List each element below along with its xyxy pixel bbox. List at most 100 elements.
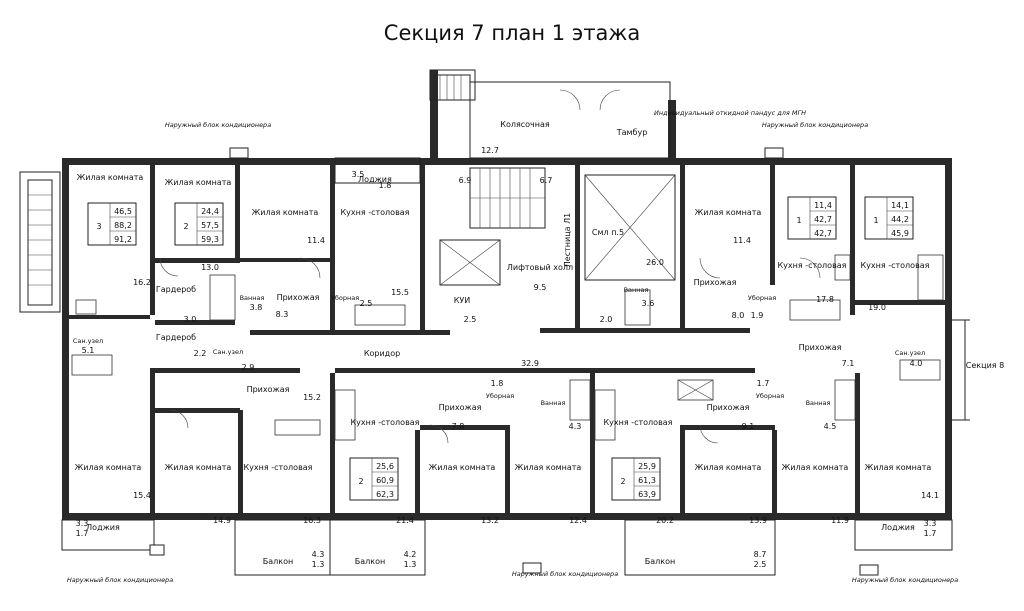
area-13-9: 13.9 xyxy=(749,516,767,525)
area-7-8: 7.8 xyxy=(452,422,465,431)
room-living-4: Жилая комната xyxy=(75,463,142,472)
area-1-8-b: 1.8 xyxy=(491,379,504,388)
room-areas: 16.2 13.0 11.4 3.5 1.8 15.5 3.8 3.0 8.3 … xyxy=(76,170,939,569)
label-section-8: Секция 8 xyxy=(966,361,1004,370)
apt1-rooms: 3 xyxy=(96,222,101,231)
apt1-total-area: 88,2 xyxy=(114,221,132,230)
area-11-4-b: 11.4 xyxy=(733,236,751,245)
room-living-2: Жилая комната xyxy=(165,178,232,187)
room-wc-2: Уборная xyxy=(486,392,514,400)
area-2-0: 2.0 xyxy=(600,315,613,324)
label-vestibule: Тамбур xyxy=(616,128,648,137)
area-14-9: 14.9 xyxy=(213,516,231,525)
area-stair: 6.7 xyxy=(540,176,553,185)
room-balcony-2: Балкон xyxy=(355,557,385,566)
room-hall-6: Прихожая xyxy=(707,403,750,412)
room-labels: Жилая комната Жилая комната Жилая комнат… xyxy=(73,173,932,566)
area-1-3: 1.3 xyxy=(312,560,325,569)
area-1-7-c: 1.7 xyxy=(924,529,937,538)
ac-note-4: Наружный блок кондиционера xyxy=(512,570,618,578)
area-8-7: 8.7 xyxy=(754,550,767,559)
page-title: Секция 7 план 1 этажа xyxy=(384,21,640,45)
doors xyxy=(159,89,821,444)
ac-note-1: Наружный блок кондиционера xyxy=(165,121,271,129)
room-loggia-top: Лоджия xyxy=(358,175,392,184)
room-living-6: Жилая комната xyxy=(429,463,496,472)
label-corridor: Коридор xyxy=(364,349,400,358)
room-bath-1: Ванная xyxy=(240,294,265,302)
building-walls xyxy=(62,69,952,520)
apartment-box-1: 3 46,5 88,2 91,2 xyxy=(87,202,137,246)
label-shaft: Смл п.5 xyxy=(592,228,624,237)
external-stair xyxy=(19,171,61,313)
apt6-total-area-loggia: 63,9 xyxy=(638,490,656,499)
ac-note-3: Наружный блок кондиционера xyxy=(67,576,173,584)
room-living-9: Жилая комната xyxy=(695,463,762,472)
room-bath-4: Ванная xyxy=(806,399,831,407)
area-15-2: 15.2 xyxy=(303,393,321,402)
area-1-7-b: 1.7 xyxy=(757,379,770,388)
section-8-marker xyxy=(952,319,970,421)
room-balcony-3: Балкон xyxy=(645,557,675,566)
area-9-1: 9.1 xyxy=(742,422,755,431)
ac-note-5: Наружный блок кондиционера xyxy=(852,576,958,584)
area-3-5: 3.5 xyxy=(352,170,365,179)
area-1-8-a: 1.8 xyxy=(379,181,392,190)
label-kui: КУИ xyxy=(454,296,471,305)
area-16-3: 16.3 xyxy=(303,516,321,525)
apt4-living-area: 14,1 xyxy=(891,201,909,210)
room-loggia-left: Лоджия xyxy=(86,523,120,532)
room-kitchen-2: Кухня -столовая xyxy=(243,463,312,472)
common-labels: Колясочная Тамбур Коридор Лифтовый холл … xyxy=(364,109,1004,370)
balconies xyxy=(61,157,953,576)
room-bathroom-3: Сан.узел xyxy=(895,349,925,357)
area-19-0: 19.0 xyxy=(868,303,886,312)
apt6-total-area: 61,3 xyxy=(638,476,656,485)
area-5-1: 5.1 xyxy=(82,346,95,355)
room-balcony-1: Балкон xyxy=(263,557,293,566)
apt4-total-area: 44,2 xyxy=(891,215,909,224)
apt4-rooms: 1 xyxy=(873,216,878,225)
area-8-3: 8.3 xyxy=(276,310,289,319)
room-bathroom-1: Сан.узел xyxy=(73,337,103,345)
apt1-total-area-loggia: 91,2 xyxy=(114,235,132,244)
area-16-2: 16.2 xyxy=(133,278,151,287)
room-wc-4: Уборная xyxy=(756,392,784,400)
area-1-7-a: 1.7 xyxy=(76,529,89,538)
apt1-living-area: 46,5 xyxy=(114,207,132,216)
area-1-3-b: 1.3 xyxy=(404,560,417,569)
room-wc-1: Уборная xyxy=(331,294,359,302)
core xyxy=(434,74,676,286)
area-stroller-room: 12.7 xyxy=(481,146,499,155)
apartment-box-4: 1 14,1 44,2 45,9 xyxy=(864,196,914,240)
area-8-0: 8.0 xyxy=(732,311,745,320)
apt3-living-area: 11,4 xyxy=(814,201,832,210)
area-kui: 2.5 xyxy=(464,315,477,324)
apt6-rooms: 2 xyxy=(620,477,625,486)
area-20-2: 20.2 xyxy=(656,516,674,525)
area-4-5: 4.5 xyxy=(824,422,837,431)
area-1-9: 1.9 xyxy=(751,311,764,320)
room-hall-2: Прихожая xyxy=(247,385,290,394)
apt3-rooms: 1 xyxy=(796,216,801,225)
area-3-6: 3.6 xyxy=(642,299,655,308)
apartment-info-boxes: 3 46,5 88,2 91,2 2 24,4 57,5 59,3 1 11,4… xyxy=(87,196,914,501)
room-kitchen-1: Кухня -столовая xyxy=(340,208,409,217)
apt2-rooms: 2 xyxy=(183,222,188,231)
room-living-10: Жилая комната xyxy=(782,463,849,472)
area-14-1: 14.1 xyxy=(921,491,939,500)
apartment-box-5: 2 25,6 60,9 62,3 xyxy=(349,457,399,501)
area-11-4-a: 11.4 xyxy=(307,236,325,245)
room-bath-2: Ванная xyxy=(541,399,566,407)
label-stair: Лестница Л1 xyxy=(563,213,572,267)
apt5-rooms: 2 xyxy=(358,477,363,486)
area-3-3: 3.3 xyxy=(76,519,89,528)
apt3-total-area: 42,7 xyxy=(814,215,832,224)
area-15-4: 15.4 xyxy=(133,491,151,500)
room-kitchen-3: Кухня -столовая xyxy=(350,418,419,427)
area-21-4: 21.4 xyxy=(396,516,414,525)
area-stair-lobby: 6.9 xyxy=(459,176,472,185)
area-17-8: 17.8 xyxy=(816,295,834,304)
area-3-3-b: 3.3 xyxy=(924,519,937,528)
